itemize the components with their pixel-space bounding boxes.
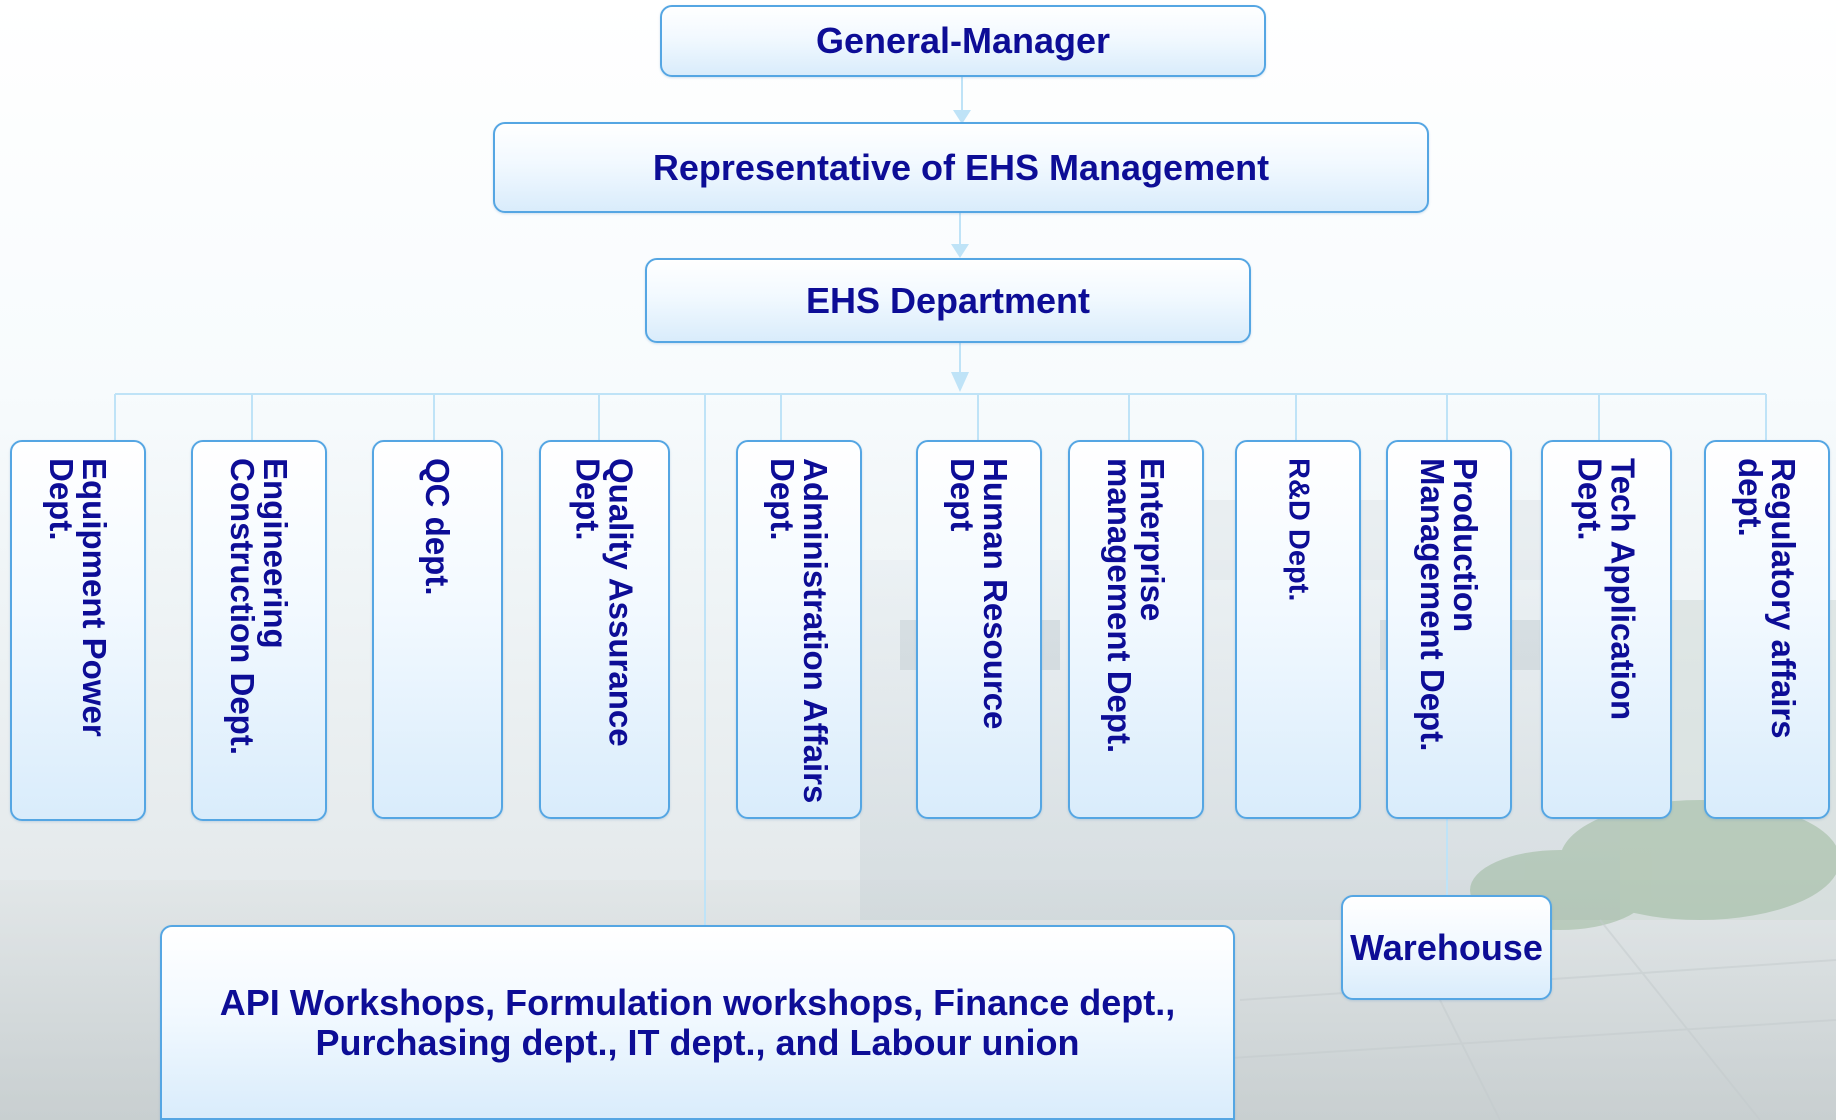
- department-box-engineering-construction: Engineering Construction Dept.: [191, 440, 327, 821]
- arrowhead-rep: [953, 110, 971, 124]
- warehouse-label: Warehouse: [1350, 926, 1543, 968]
- arrowhead-bus: [951, 372, 969, 392]
- department-label-tech-application: Tech Application Dept.: [1571, 458, 1642, 721]
- other-departments-label: API Workshops, Formulation workshops, Fi…: [219, 981, 1176, 1063]
- department-box-regulatory-affairs: Regulatory affairs dept.: [1704, 440, 1830, 819]
- department-label-engineering-construction: Engineering Construction Dept.: [224, 458, 294, 755]
- department-box-rd: R&D Dept.: [1235, 440, 1361, 819]
- department-label-administration-affairs: Administration Affairs Dept.: [764, 458, 834, 804]
- department-box-human-resource: Human Resource Dept: [916, 440, 1042, 819]
- department-label-qc: QC dept.: [419, 458, 456, 596]
- department-box-qc: QC dept.: [372, 440, 503, 819]
- department-label-production-management: Production Management Dept.: [1414, 458, 1484, 752]
- ehs-department-box: EHS Department: [645, 258, 1251, 343]
- general-manager-label: General-Manager: [815, 20, 1111, 61]
- department-box-equipment-power: Equipment Power Dept.: [10, 440, 146, 821]
- ehs-representative-box: Representative of EHS Management: [493, 122, 1429, 213]
- department-box-quality-assurance: Quality Assurance Dept.: [539, 440, 670, 819]
- department-box-tech-application: Tech Application Dept.: [1541, 440, 1672, 819]
- department-label-enterprise-management: Enterprise management Dept.: [1101, 458, 1171, 754]
- warehouse-box: Warehouse: [1341, 895, 1552, 1000]
- department-label-quality-assurance: Quality Assurance Dept.: [569, 458, 640, 747]
- other-departments-box: API Workshops, Formulation workshops, Fi…: [160, 925, 1235, 1120]
- department-box-administration-affairs: Administration Affairs Dept.: [736, 440, 862, 819]
- department-label-equipment-power: Equipment Power Dept.: [43, 458, 113, 737]
- department-label-regulatory-affairs: Regulatory affairs dept.: [1732, 458, 1802, 739]
- arrowhead-ehs: [951, 244, 969, 258]
- general-manager-box: General-Manager: [660, 5, 1266, 77]
- ehs-department-label: EHS Department: [805, 279, 1091, 321]
- department-box-enterprise-management: Enterprise management Dept.: [1068, 440, 1204, 819]
- ehs-representative-label: Representative of EHS Management: [652, 146, 1270, 188]
- department-label-human-resource: Human Resource Dept: [944, 458, 1014, 730]
- department-box-production-management: Production Management Dept.: [1386, 440, 1512, 819]
- department-label-rd: R&D Dept.: [1282, 458, 1315, 602]
